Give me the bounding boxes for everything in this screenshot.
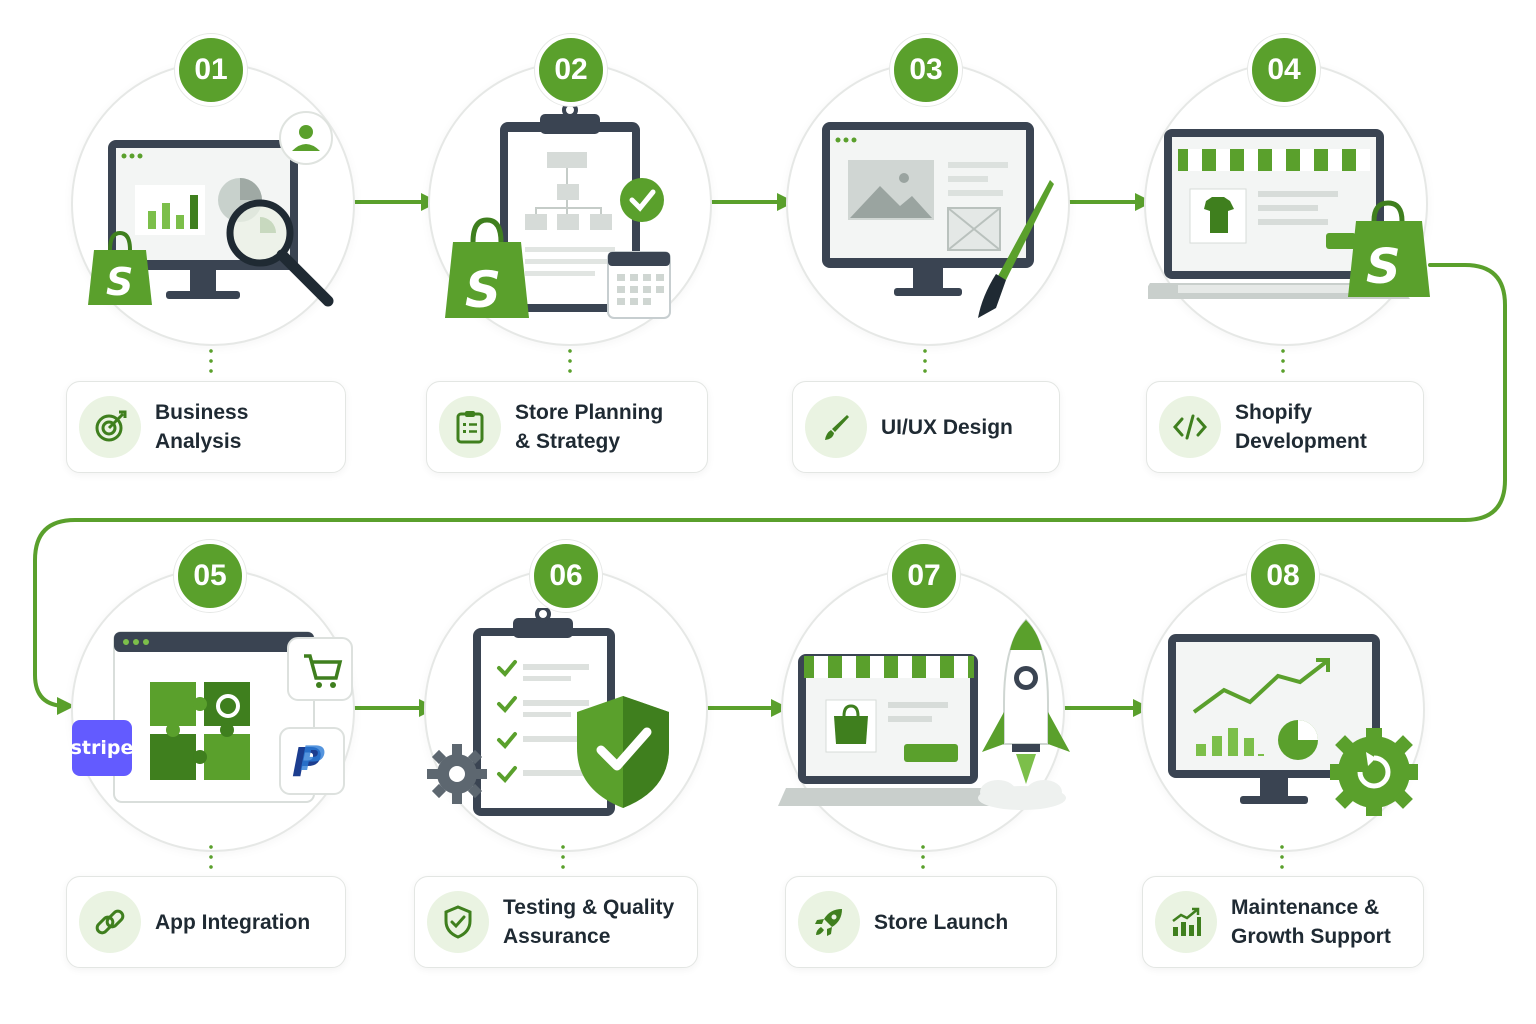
step-label: Shopify Development: [1235, 401, 1367, 453]
clipboard-list-icon: [439, 396, 501, 458]
step-label-card: Shopify Development: [1146, 381, 1424, 473]
svg-text:P: P: [300, 739, 325, 779]
step-label: Store Planning & Strategy: [515, 401, 664, 453]
step-label-card: UI/UX Design: [792, 381, 1060, 473]
growth-illustration: [1168, 634, 1418, 816]
connector-04-05: [33, 263, 1507, 715]
step-label: UI/UX Design: [881, 415, 1013, 439]
design-illustration: [822, 122, 1054, 318]
rocket-icon: [798, 891, 860, 953]
step-label: Maintenance & Growth Support: [1231, 896, 1391, 948]
shield-check-icon: [427, 891, 489, 953]
brush-icon: [805, 396, 867, 458]
step-label-card: Store Planning & Strategy: [426, 381, 708, 473]
step-number-badge: 07: [888, 540, 960, 612]
analysis-illustration: S: [88, 111, 334, 307]
svg-text:S: S: [106, 260, 133, 304]
step-label-card: Maintenance & Growth Support: [1142, 876, 1424, 968]
step-label-card: App Integration: [66, 876, 346, 968]
step-label: App Integration: [155, 910, 311, 934]
launch-illustration: [778, 618, 1070, 810]
dotted-connector: [568, 346, 572, 376]
growth-chart-icon: [1155, 891, 1217, 953]
step-label-card: Store Launch: [785, 876, 1057, 968]
step-number-badge: 04: [1248, 34, 1320, 106]
step-number-badge: 01: [175, 34, 247, 106]
step-number-badge: 06: [530, 540, 602, 612]
svg-text:P: P: [292, 740, 321, 786]
dotted-connector: [209, 346, 213, 376]
dotted-connector: [921, 842, 925, 872]
step-number-badge: 02: [535, 34, 607, 106]
svg-text:S: S: [1366, 239, 1401, 295]
link-icon: [79, 891, 141, 953]
step-number-badge: 08: [1247, 540, 1319, 612]
code-icon: [1159, 396, 1221, 458]
step-number-badge: 03: [890, 34, 962, 106]
target-icon: [79, 396, 141, 458]
development-illustration: S: [1148, 129, 1430, 299]
testing-illustration: [427, 608, 669, 816]
step-label-card: Business Analysis: [66, 381, 346, 473]
integration-illustration: P P stripe: [71, 631, 353, 803]
step-label: Business Analysis: [155, 401, 249, 453]
stripe-logo: stripe: [71, 737, 134, 759]
dotted-connector: [209, 842, 213, 872]
svg-text:S: S: [465, 261, 501, 319]
dotted-connector: [1280, 842, 1284, 872]
dotted-connector: [1281, 346, 1285, 376]
dotted-connector: [923, 346, 927, 376]
step-label: Store Launch: [874, 910, 1009, 934]
step-label: Testing & Quality Assurance: [503, 896, 675, 948]
step-label-card: Testing & Quality Assurance: [414, 876, 698, 968]
step-number-badge: 05: [174, 540, 246, 612]
planning-illustration: S: [445, 102, 671, 319]
dotted-connector: [561, 842, 565, 872]
